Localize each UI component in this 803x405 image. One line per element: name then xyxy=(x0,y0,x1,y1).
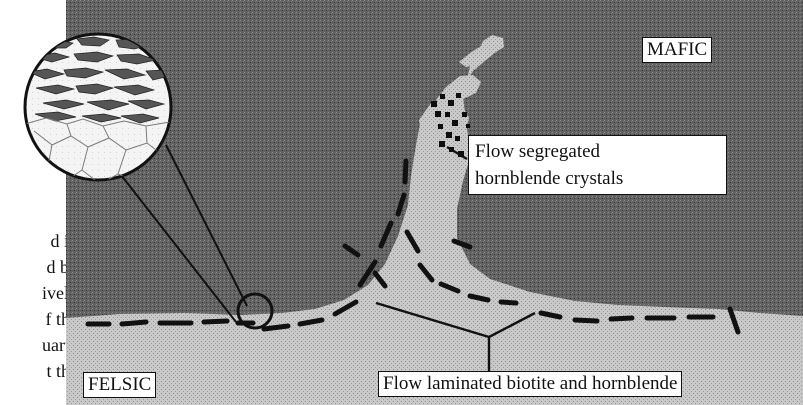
segregated-hornblende-label: Flow segregated hornblende crystals xyxy=(468,135,727,195)
felsic-label: FELSIC xyxy=(83,372,156,398)
segregated-label-line-1: Flow segregated xyxy=(475,138,720,165)
segregated-label-line-2: hornblende crystals xyxy=(475,165,720,192)
mafic-label: MAFIC xyxy=(642,37,712,63)
laminated-biotite-label: Flow laminated biotite and hornblende xyxy=(378,371,682,397)
